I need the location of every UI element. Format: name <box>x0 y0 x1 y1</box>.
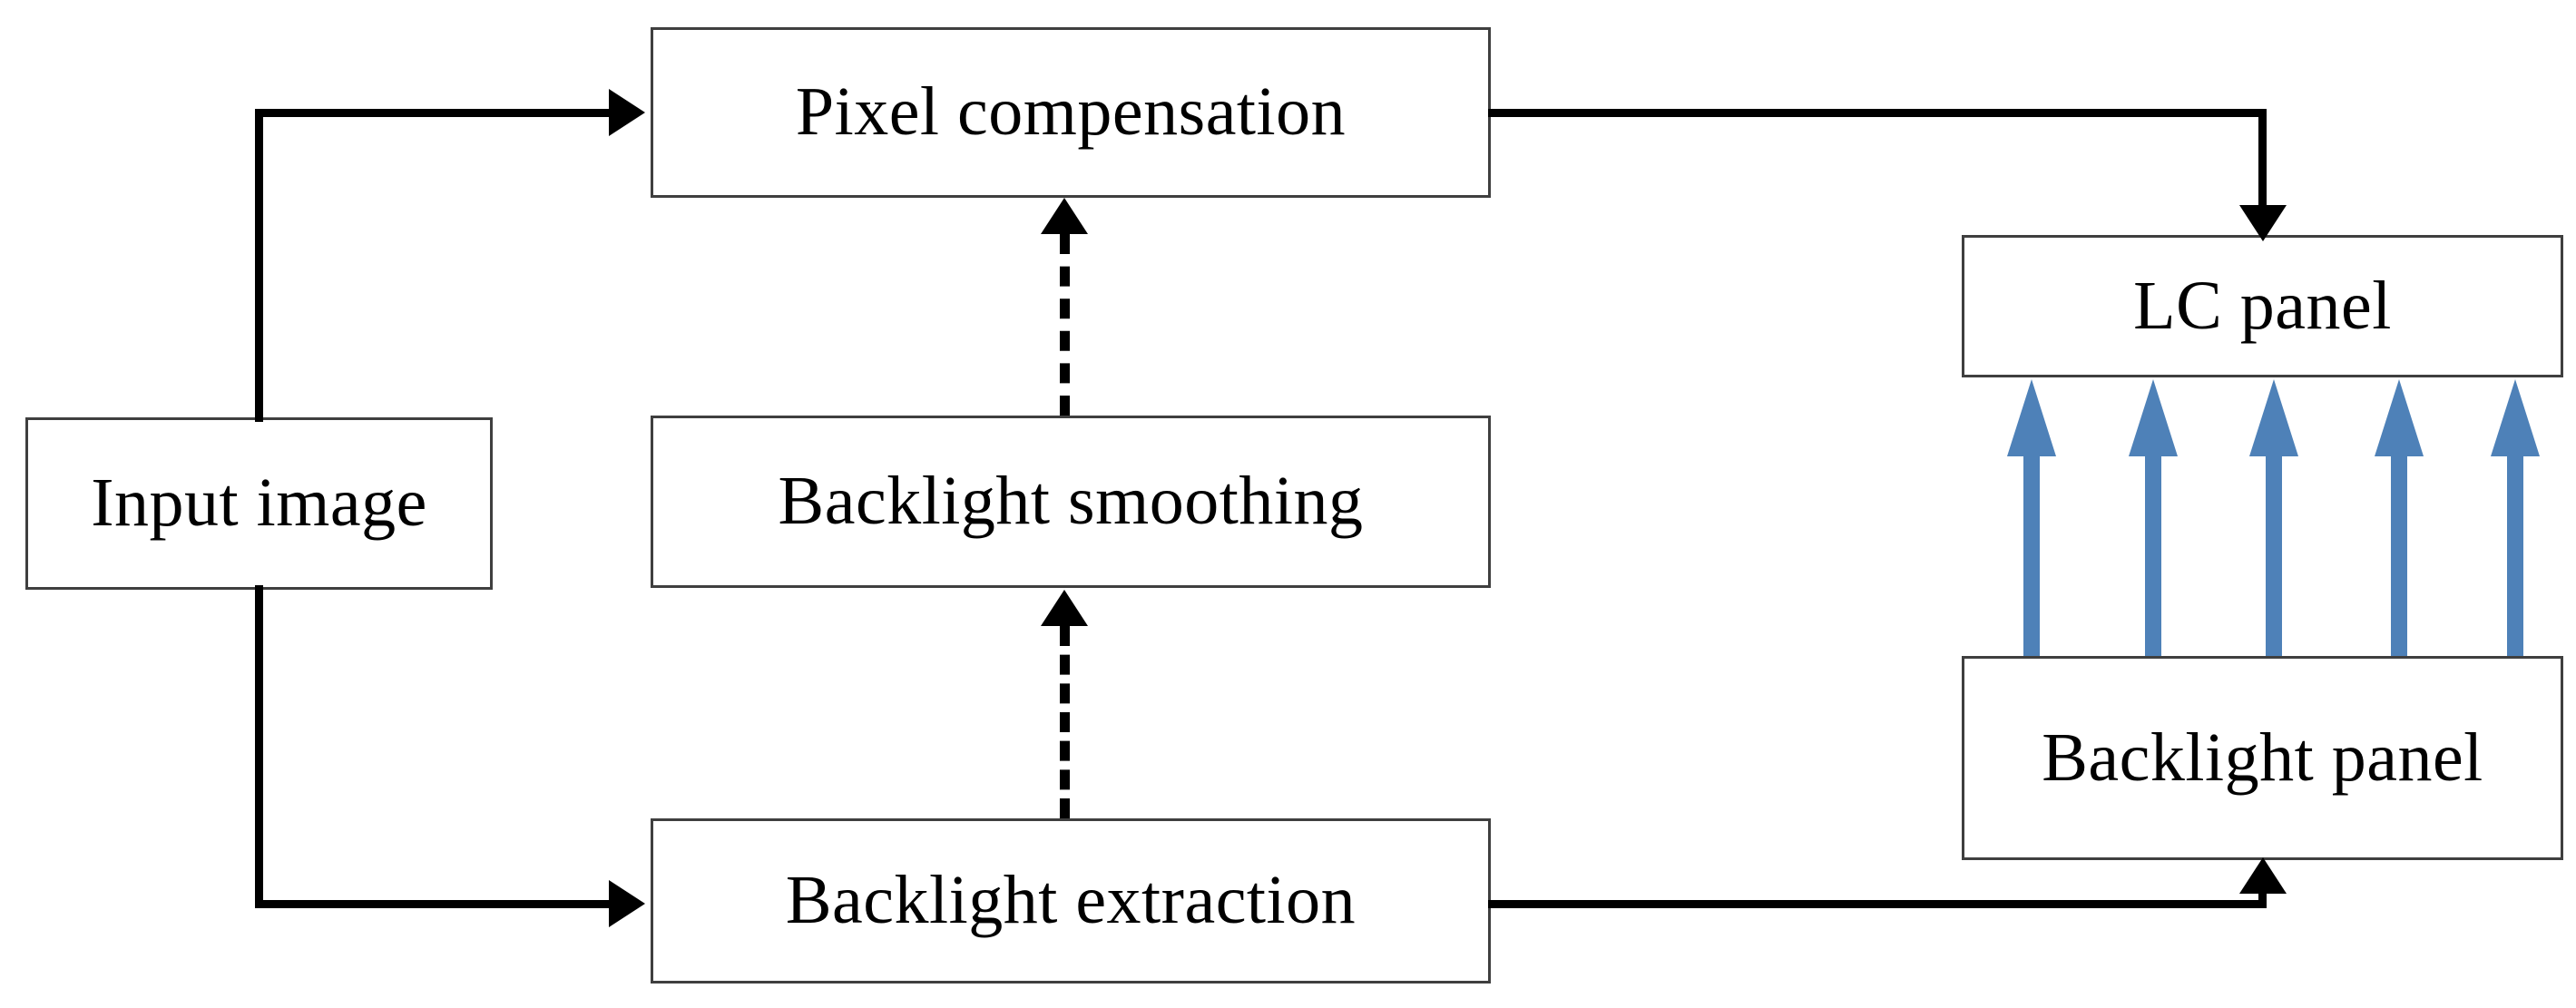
edge-extraction-to-panel-arrowhead <box>2239 857 2287 894</box>
edge-input-to-pixel-vertical <box>255 109 263 422</box>
edge-input-to-extraction-horizontal <box>255 900 609 908</box>
node-input-image-label: Input image <box>91 465 427 542</box>
edge-smoothing-to-pixel-arrowhead <box>1041 198 1088 234</box>
edge-extraction-to-smoothing-line <box>1060 626 1070 818</box>
edge-smoothing-to-pixel-line <box>1060 234 1070 416</box>
backlight-ray-1 <box>2002 379 2062 656</box>
node-pixel-compensation-label: Pixel compensation <box>795 73 1347 151</box>
backlight-ray-2 <box>2123 379 2183 656</box>
node-lc-panel[interactable]: LC panel <box>1962 235 2563 377</box>
node-backlight-smoothing[interactable]: Backlight smoothing <box>651 416 1491 588</box>
edge-pixel-to-lc-arrowhead <box>2239 205 2287 241</box>
edge-input-to-extraction-arrowhead <box>609 880 645 927</box>
node-input-image[interactable]: Input image <box>25 417 493 590</box>
edge-extraction-to-smoothing-arrowhead <box>1041 590 1088 626</box>
edge-input-to-pixel-horizontal <box>255 109 609 117</box>
edge-input-to-extraction-vertical <box>255 585 263 900</box>
node-lc-panel-label: LC panel <box>2133 267 2392 344</box>
backlight-ray-4 <box>2369 379 2429 656</box>
node-pixel-compensation[interactable]: Pixel compensation <box>651 27 1491 198</box>
node-backlight-smoothing-label: Backlight smoothing <box>778 463 1364 540</box>
node-backlight-extraction-label: Backlight extraction <box>785 862 1357 939</box>
edge-extraction-to-panel-riser <box>2258 894 2267 903</box>
backlight-ray-3 <box>2244 379 2304 656</box>
edge-pixel-to-lc-horizontal <box>1488 109 2267 117</box>
node-backlight-panel[interactable]: Backlight panel <box>1962 656 2563 860</box>
edge-extraction-to-panel-horizontal <box>1488 900 2267 908</box>
backlight-ray-5 <box>2485 379 2545 656</box>
edge-input-to-pixel-arrowhead <box>609 89 645 136</box>
node-backlight-extraction[interactable]: Backlight extraction <box>651 818 1491 984</box>
node-backlight-panel-label: Backlight panel <box>2042 719 2483 796</box>
edge-pixel-to-lc-vertical <box>2258 109 2267 210</box>
